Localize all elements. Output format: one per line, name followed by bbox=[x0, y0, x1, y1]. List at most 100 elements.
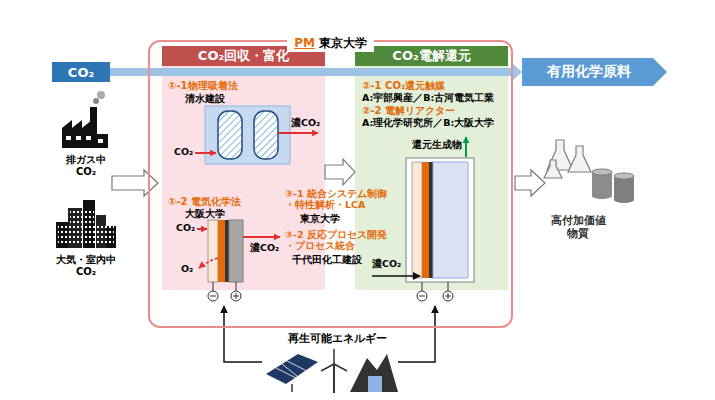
organization-name: 千代田化工建設 bbox=[292, 254, 362, 266]
hydro-dam-icon bbox=[350, 354, 398, 392]
label-slot: 濃CO₂ bbox=[372, 258, 401, 269]
adsorption-column-figure bbox=[195, 106, 318, 164]
factory-icon bbox=[93, 98, 99, 104]
solar-panel-icon bbox=[266, 354, 318, 384]
drum-icon bbox=[592, 169, 612, 175]
electrolysis-reactor-figure bbox=[372, 275, 420, 277]
flow-label: 濃CO₂ bbox=[250, 242, 279, 253]
adsorption-column-figure bbox=[218, 111, 242, 159]
organization-name: A:宇部興産／B:古河電気工業 bbox=[362, 92, 494, 103]
label-slot: A:宇部興産／B:古河電気工業 bbox=[362, 92, 494, 103]
city-icon bbox=[58, 225, 114, 245]
arrow-shape bbox=[522, 58, 667, 86]
panel-ground bbox=[355, 46, 508, 290]
electrochemical-cell-figure bbox=[225, 220, 229, 282]
electrolysis-reactor-figure bbox=[422, 282, 423, 291]
electrochemical-cell-figure bbox=[210, 296, 216, 297]
wind-turbine-icon bbox=[334, 364, 347, 371]
flow-label: 還元生成物 bbox=[412, 139, 462, 150]
flow-label: CO₂ bbox=[174, 146, 193, 157]
hollow-arrow bbox=[112, 170, 158, 196]
box-label: 有用化学原料 bbox=[547, 63, 631, 81]
electrolysis-reactor-figure bbox=[417, 291, 427, 301]
solar-panel-icon bbox=[291, 384, 293, 392]
flow-label: O₂ bbox=[181, 263, 193, 274]
organization-name: 清水建設 bbox=[185, 93, 225, 105]
electrochemical-cell-figure bbox=[218, 220, 225, 282]
label-slot: ①-1物理吸着法 bbox=[168, 80, 238, 92]
wind-turbine-icon bbox=[321, 364, 334, 371]
city-icon bbox=[56, 200, 116, 248]
label-slot: 濃CO₂ bbox=[291, 117, 320, 128]
electrolysis-reactor-figure bbox=[448, 293, 449, 299]
wind-turbine-icon bbox=[333, 349, 335, 364]
label-slot: 大阪大学 bbox=[185, 208, 225, 220]
wind-turbine-icon bbox=[321, 349, 347, 393]
electrochemical-cell-figure bbox=[197, 220, 280, 301]
drum-icon bbox=[614, 197, 634, 203]
electrolysis-reactor-figure bbox=[448, 282, 449, 291]
organization-name: 大阪大学 bbox=[185, 208, 225, 220]
heading-patch: PM 東京大学 bbox=[287, 32, 374, 52]
flask-icon bbox=[544, 140, 591, 178]
electrochemical-cell-figure bbox=[208, 220, 218, 282]
electrochemical-cell-figure bbox=[236, 293, 237, 299]
label-slot: 濃CO₂ bbox=[250, 242, 279, 253]
flask-icon bbox=[544, 160, 562, 178]
co2-source-box: CO₂ bbox=[52, 62, 110, 82]
factory-icon bbox=[98, 139, 103, 143]
hydro-dam-icon bbox=[350, 354, 398, 392]
electrochemical-cell-figure bbox=[231, 291, 241, 301]
task-title: ②-2 電解リアクター bbox=[362, 105, 455, 117]
factory-icon bbox=[66, 136, 71, 140]
adsorption-column-figure bbox=[254, 111, 278, 159]
frame-heading-text: PM bbox=[294, 36, 315, 50]
label-slot: ②-2 電解リアクター bbox=[362, 105, 455, 117]
electrochemical-cell-figure bbox=[199, 258, 218, 268]
electrolysis-reactor-figure bbox=[422, 162, 429, 278]
frame-heading-text: 東京大学 bbox=[319, 35, 367, 52]
label-slot: 東京大学 bbox=[300, 213, 340, 225]
solar-panel-icon bbox=[282, 364, 302, 380]
solar-panel-icon bbox=[266, 354, 318, 392]
label-slot: A:理化学研究所／B:大阪大学 bbox=[362, 117, 494, 128]
hydro-dam-icon bbox=[368, 376, 382, 392]
factory-icon bbox=[62, 91, 108, 148]
box-label: CO₂ bbox=[68, 65, 94, 80]
wind-turbine-icon bbox=[333, 364, 335, 393]
task-title: ③-1 統合システム制御 ・特性解析・LCA bbox=[285, 188, 399, 211]
factory-icon bbox=[76, 136, 81, 140]
drum-icon bbox=[592, 193, 612, 199]
adsorption-column-figure bbox=[205, 106, 290, 164]
label-slot: 千代田化工建設 bbox=[292, 254, 362, 266]
source-label: 大気・室内中 CO₂ bbox=[48, 254, 124, 278]
label-slot: ③-2 反応プロセス開発 ・プロセス統合 bbox=[285, 229, 399, 252]
source-label: 排ガス中 CO₂ bbox=[56, 154, 116, 178]
electrochemical-cell-figure bbox=[213, 282, 214, 291]
electrolysis-reactor-figure bbox=[429, 162, 433, 278]
flow-label: 濃CO₂ bbox=[372, 258, 401, 269]
flask-icon bbox=[568, 146, 591, 172]
label-slot: ①-2 電気化学法 bbox=[168, 196, 241, 208]
drum-icon bbox=[614, 176, 634, 200]
organization-name: 東京大学 bbox=[300, 213, 340, 225]
task-title: ①-1物理吸着法 bbox=[168, 80, 238, 92]
label-slot: 再生可能エネルギー bbox=[288, 332, 387, 345]
drum-icon bbox=[592, 172, 612, 196]
factory-icon bbox=[86, 136, 91, 140]
label-slot: 排ガス中 CO₂ bbox=[56, 154, 116, 178]
electrochemical-cell-figure bbox=[236, 282, 237, 291]
panel-header: CO₂電解還元 bbox=[355, 46, 508, 66]
electrolysis-reactor-figure bbox=[433, 162, 468, 278]
label-slot: CO₂ bbox=[176, 222, 195, 233]
electrolysis-reactor-figure bbox=[443, 291, 453, 301]
label-slot: ③-1 統合システム制御 ・特性解析・LCA bbox=[285, 188, 399, 211]
flow-label: 濃CO₂ bbox=[291, 117, 320, 128]
electrolysis-reactor-figure bbox=[412, 162, 422, 278]
output-arrow-box: 有用化学原料 bbox=[522, 58, 667, 86]
hollow-arrow bbox=[515, 170, 545, 196]
label-slot: 清水建設 bbox=[185, 93, 225, 105]
power-wire bbox=[224, 306, 262, 362]
electrochemical-cell-figure bbox=[197, 228, 207, 230]
label-slot: 還元生成物 bbox=[412, 139, 462, 150]
